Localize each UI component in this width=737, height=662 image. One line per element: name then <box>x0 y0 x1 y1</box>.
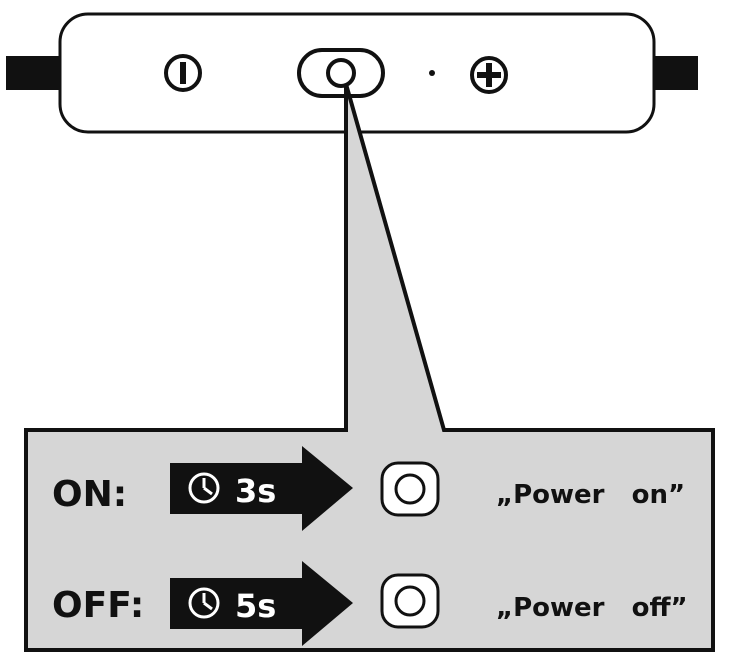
microphone-dot <box>429 70 435 76</box>
off-row: OFF: 5s „Power off” <box>52 561 688 646</box>
off-result: „Power off” <box>496 593 688 623</box>
callout-panel <box>24 83 715 652</box>
volume-up-button <box>470 56 508 94</box>
off-hold-arrow <box>170 561 353 646</box>
multifunction-button <box>297 48 385 98</box>
off-label: OFF: <box>52 585 144 626</box>
multifunction-button-icon <box>326 58 356 88</box>
on-hold-arrow <box>170 446 353 531</box>
volume-down-button <box>164 54 202 92</box>
off-button-icon <box>380 573 440 629</box>
on-row: ON: 3s „Power on” <box>52 446 685 531</box>
clock-icon <box>188 587 220 619</box>
on-result: „Power on” <box>496 480 685 510</box>
on-duration: 3s <box>235 472 276 510</box>
off-duration: 5s <box>235 587 276 625</box>
on-button-icon <box>380 461 440 517</box>
cable-left <box>6 56 64 90</box>
on-label: ON: <box>52 474 127 515</box>
clock-icon <box>188 472 220 504</box>
